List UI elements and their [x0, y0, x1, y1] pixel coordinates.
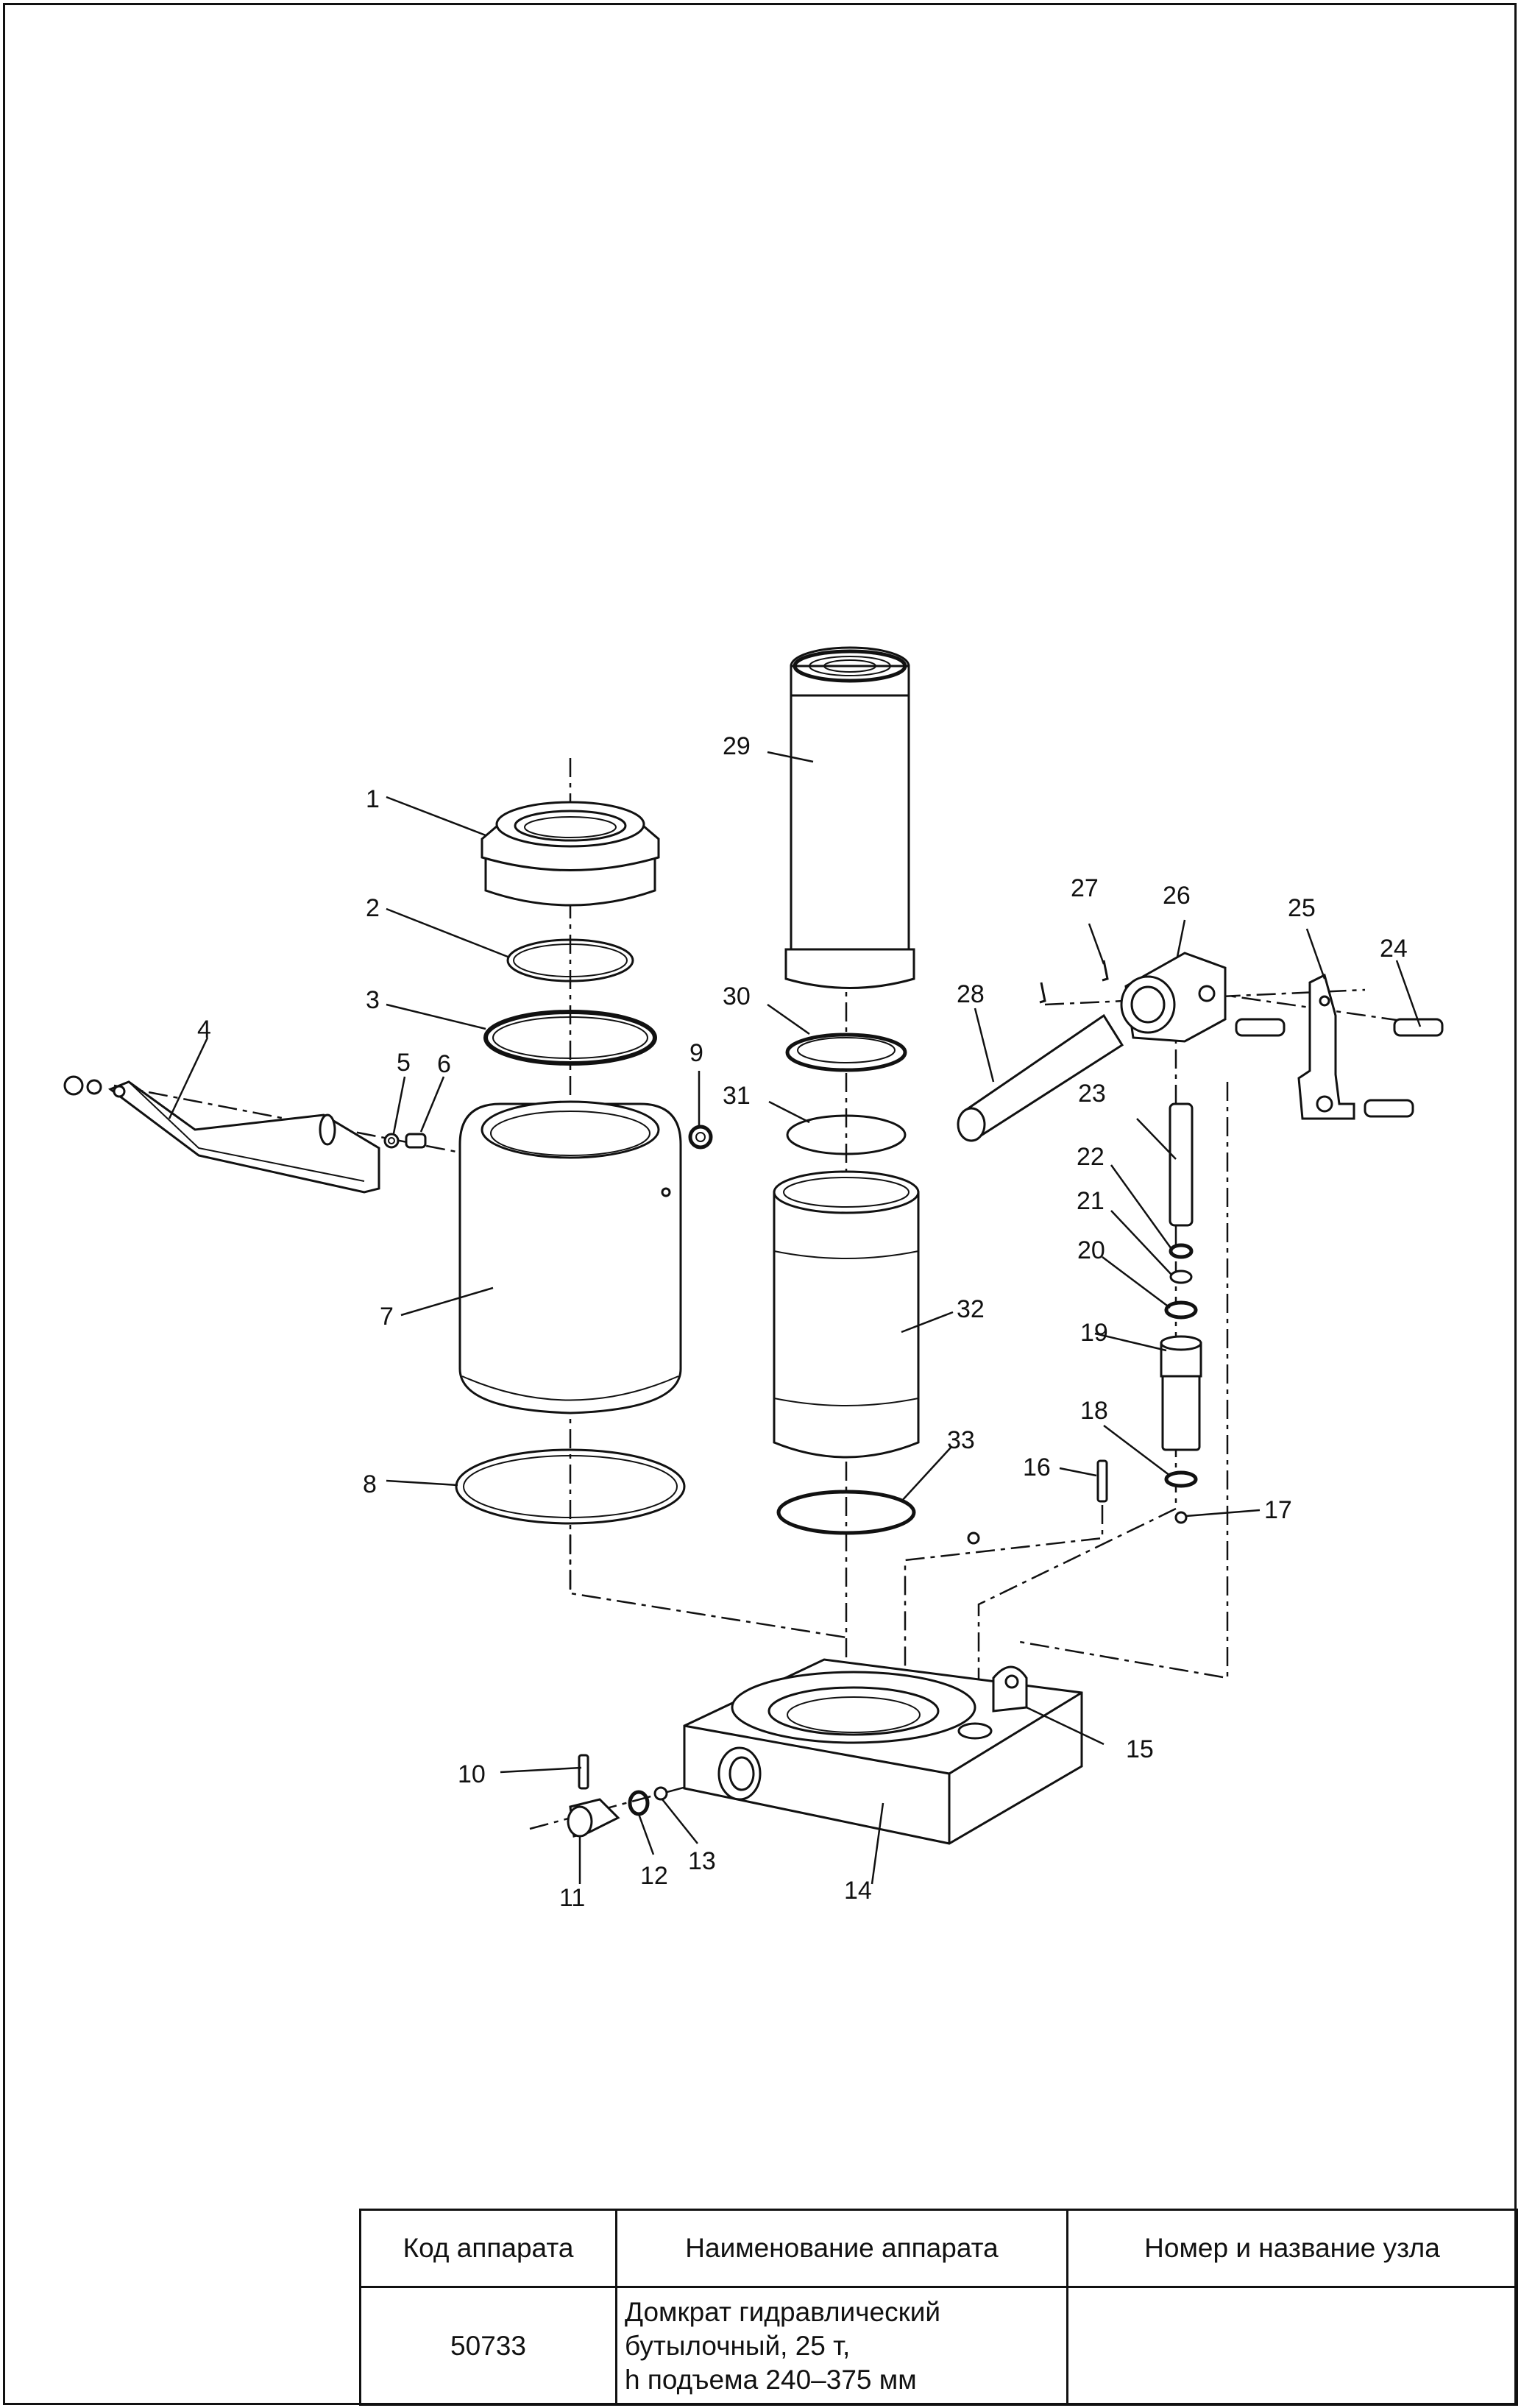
label-29: 29: [723, 732, 751, 760]
label-27: 27: [1071, 874, 1099, 902]
part-9-nut: [688, 1125, 713, 1150]
label-7: 7: [380, 1303, 394, 1331]
part-29-ram: [784, 646, 915, 989]
header-assembly: Номер и название узла: [1066, 2209, 1518, 2288]
label-32: 32: [957, 1295, 985, 1323]
label-11: 11: [559, 1884, 585, 1912]
part-2-ring: [506, 938, 634, 982]
part-8-ring: [455, 1448, 686, 1525]
label-16: 16: [1023, 1453, 1051, 1481]
label-3: 3: [366, 986, 380, 1014]
label-21: 21: [1077, 1187, 1105, 1215]
part-22-ring: [1169, 1243, 1194, 1259]
label-17: 17: [1264, 1496, 1292, 1524]
label-13: 13: [688, 1847, 716, 1875]
part-11-valve: [567, 1798, 620, 1838]
name-line-1: Домкрат гидравлический: [625, 2296, 941, 2327]
label-23: 23: [1078, 1080, 1106, 1108]
part-14-base: [683, 1658, 1083, 1845]
label-25: 25: [1288, 894, 1316, 922]
name-line-2: бутылочный, 25 т,: [625, 2330, 851, 2361]
assembly-name: [1066, 2286, 1518, 2406]
label-19: 19: [1080, 1319, 1108, 1347]
part-28-tube: [957, 1013, 1124, 1142]
part-1-nut: [481, 801, 660, 907]
label-20: 20: [1077, 1236, 1105, 1264]
part-23-plunger: [1169, 1102, 1194, 1227]
label-18: 18: [1080, 1397, 1108, 1425]
label-28: 28: [957, 980, 985, 1008]
part-6-screw: [405, 1133, 427, 1149]
label-10: 10: [458, 1760, 486, 1788]
label-15: 15: [1126, 1735, 1154, 1763]
header-code: Код аппарата: [359, 2209, 617, 2288]
part-24-pins: [1235, 1018, 1444, 1118]
part-19-pump-cylinder: [1160, 1335, 1202, 1451]
label-4: 4: [197, 1016, 211, 1044]
part-4-handle: [63, 1075, 380, 1194]
part-10-screw: [578, 1754, 589, 1790]
label-22: 22: [1077, 1143, 1105, 1171]
part-25-link: [1297, 973, 1355, 1120]
part-3-seal: [483, 1010, 657, 1066]
part-30-ring: [785, 1033, 907, 1072]
part-26-pump-body: [1120, 952, 1227, 1043]
part-18-washer: [1164, 1470, 1198, 1488]
label-33: 33: [947, 1426, 975, 1454]
label-9: 9: [689, 1039, 703, 1067]
part-21-ring: [1169, 1269, 1193, 1284]
part-7-reservoir: [458, 1100, 682, 1414]
part-20-washer: [1164, 1300, 1198, 1320]
label-8: 8: [363, 1470, 377, 1498]
name-line-3: h подъема 240–375 мм: [625, 2364, 917, 2395]
label-31: 31: [723, 1082, 751, 1110]
label-1: 1: [366, 785, 380, 813]
part-27-pin: [1039, 960, 1109, 1004]
part-31-ring: [786, 1114, 907, 1155]
exploded-view-drawing: 1 2 3 4 5 6 7 8 9 10 11 12 13 14 15 16 1…: [63, 646, 1444, 1912]
header-name: Наименование аппарата: [615, 2209, 1068, 2288]
label-5: 5: [397, 1049, 411, 1077]
label-26: 26: [1163, 882, 1191, 910]
label-30: 30: [723, 982, 751, 1010]
part-16-screw: [1096, 1459, 1108, 1503]
label-2: 2: [366, 894, 380, 922]
part-17-ball: [1174, 1511, 1188, 1524]
part-32-cylinder: [773, 1170, 920, 1459]
label-24: 24: [1380, 935, 1408, 963]
part-12-ring: [628, 1790, 650, 1816]
part-33-ring: [776, 1490, 916, 1535]
part-13-ball: [653, 1786, 668, 1801]
leader-lines: [168, 751, 1422, 1885]
label-6: 6: [437, 1050, 451, 1078]
apparatus-name: Домкрат гидравлический бутылочный, 25 т,…: [615, 2286, 1068, 2406]
apparatus-code: 50733: [359, 2286, 617, 2406]
part-5-washer: [383, 1133, 400, 1149]
callout-labels: 1 2 3 4 5 6 7 8 9 10 11 12 13 14 15 16 1…: [197, 732, 1408, 1912]
label-14: 14: [844, 1877, 872, 1905]
small-ball: [967, 1531, 980, 1545]
label-12: 12: [640, 1862, 668, 1890]
title-block: Код аппарата Наименование аппарата Номер…: [359, 2209, 1518, 2406]
